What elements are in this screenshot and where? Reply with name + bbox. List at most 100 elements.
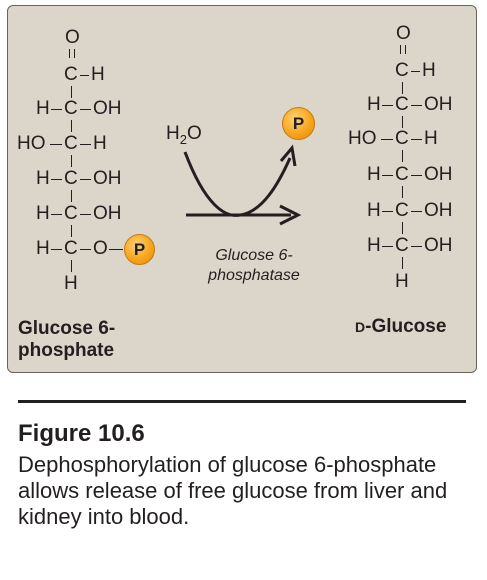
right-bond-h-c2 xyxy=(382,105,393,106)
right-bond-c6-h xyxy=(402,257,403,269)
caption-divider xyxy=(18,400,466,403)
left-bond-o-p xyxy=(109,249,123,250)
right-c1-h: H xyxy=(422,60,436,81)
figure-caption: Dephosphorylation of glucose 6-phosphate… xyxy=(18,452,448,529)
right-bond-c6-oh xyxy=(411,246,422,247)
diagram-panel xyxy=(7,5,477,373)
right-c3-h: H xyxy=(424,128,438,149)
left-carbonyl-oxygen: O xyxy=(65,27,80,48)
left-c3-ho: HO xyxy=(17,133,46,154)
figure-title: Figure 10.6 xyxy=(18,420,145,447)
right-c5-h: H xyxy=(367,200,381,221)
right-c5: C xyxy=(395,200,409,221)
left-c3: C xyxy=(64,133,78,154)
left-bond-c3-c4 xyxy=(71,155,72,167)
right-bond-c2-oh xyxy=(411,105,422,106)
left-bond-c3-h xyxy=(80,144,91,145)
right-bond-c3-c4 xyxy=(402,150,403,162)
right-bond-h-c5 xyxy=(382,211,393,212)
phosphate-group-attached: P xyxy=(124,234,155,265)
water-subscript: 2 xyxy=(179,131,187,147)
d-prefix: D xyxy=(355,319,366,335)
left-c1-h: H xyxy=(91,64,105,85)
right-bond-ho-c3 xyxy=(381,139,393,140)
right-bond-c2-c3 xyxy=(402,116,403,128)
glucose-6-phosphate-label: Glucose 6- phosphate xyxy=(18,318,115,362)
right-c2-h: H xyxy=(367,94,381,115)
right-c6: C xyxy=(395,235,409,256)
left-c6-h: H xyxy=(36,238,50,259)
enzyme-line2: phosphatase xyxy=(208,267,300,284)
left-c3-h: H xyxy=(93,133,107,154)
phosphate-released: P xyxy=(282,107,315,140)
left-c2-oh: OH xyxy=(93,98,122,119)
left-c6: C xyxy=(64,238,78,259)
left-c1: C xyxy=(64,64,78,85)
right-bond-c3-h xyxy=(411,139,422,140)
main-arrowhead-icon xyxy=(279,204,302,226)
left-bond-c1-h xyxy=(80,75,89,76)
water-o: O xyxy=(186,123,202,144)
right-c3: C xyxy=(395,128,409,149)
left-bond-c6-h xyxy=(71,260,72,272)
enzyme-line1: Glucose 6- xyxy=(215,247,293,264)
right-c2-oh: OH xyxy=(424,94,453,115)
right-c4: C xyxy=(395,164,409,185)
left-bond-c2-c3 xyxy=(71,120,72,132)
left-c2: C xyxy=(64,98,78,119)
water-h: H xyxy=(166,123,180,144)
left-bond-c4-oh xyxy=(80,179,91,180)
right-c1: C xyxy=(395,60,409,81)
phosphate-label: P xyxy=(133,239,146,259)
left-c5: C xyxy=(64,203,78,224)
left-c4-h: H xyxy=(36,168,50,189)
right-c4-oh: OH xyxy=(424,164,453,185)
left-bond-c5-c6 xyxy=(71,225,72,237)
left-c5-h: H xyxy=(36,203,50,224)
left-bond-h-c4 xyxy=(51,179,62,180)
right-bottom-h: H xyxy=(395,271,409,292)
left-c6-oxygen: O xyxy=(93,238,108,259)
left-bond-ho-c3 xyxy=(50,144,62,145)
curved-arrowhead-icon xyxy=(279,144,297,167)
left-bond-h-c2 xyxy=(51,109,62,110)
left-label-line1: Glucose 6- xyxy=(18,318,116,339)
right-c2: C xyxy=(395,94,409,115)
left-double-bond xyxy=(69,49,75,58)
left-c2-h: H xyxy=(36,98,50,119)
right-c3-ho: HO xyxy=(348,128,377,149)
right-bond-h-c6 xyxy=(382,246,393,247)
left-label-line2: phosphate xyxy=(18,340,115,361)
d-glucose-label: D-Glucose xyxy=(355,316,446,338)
right-bond-c1-h xyxy=(411,71,420,72)
left-c4-oh: OH xyxy=(93,168,122,189)
left-bond-h-c5 xyxy=(51,214,62,215)
enzyme-label: Glucose 6- phosphatase xyxy=(184,246,324,286)
right-double-bond xyxy=(400,45,406,54)
curved-water-phosphate-arrow xyxy=(183,151,292,217)
right-bond-c4-oh xyxy=(411,175,422,176)
right-bond-c1-c2 xyxy=(402,82,403,94)
left-bond-c1-c2 xyxy=(71,86,72,98)
left-bond-h-c6 xyxy=(51,249,62,250)
right-c6-h: H xyxy=(367,235,381,256)
right-carbonyl-oxygen: O xyxy=(396,23,411,44)
released-phosphate-label: P xyxy=(292,113,305,133)
left-bond-c5-oh xyxy=(80,214,91,215)
right-c4-h: H xyxy=(367,164,381,185)
left-c4: C xyxy=(64,168,78,189)
right-c5-oh: OH xyxy=(424,200,453,221)
left-c5-oh: OH xyxy=(93,203,122,224)
right-bond-c4-c5 xyxy=(402,186,403,198)
left-bond-c6-o xyxy=(80,249,91,250)
water-label: H2O xyxy=(166,124,202,146)
right-bond-c5-c6 xyxy=(402,222,403,234)
left-bond-c2-oh xyxy=(80,109,91,110)
right-bond-c5-oh xyxy=(411,211,422,212)
left-bottom-h: H xyxy=(64,273,78,294)
right-bond-h-c4 xyxy=(382,175,393,176)
left-bond-c4-c5 xyxy=(71,190,72,202)
glucose-label-main: -Glucose xyxy=(365,316,447,337)
right-c6-oh: OH xyxy=(424,235,453,256)
